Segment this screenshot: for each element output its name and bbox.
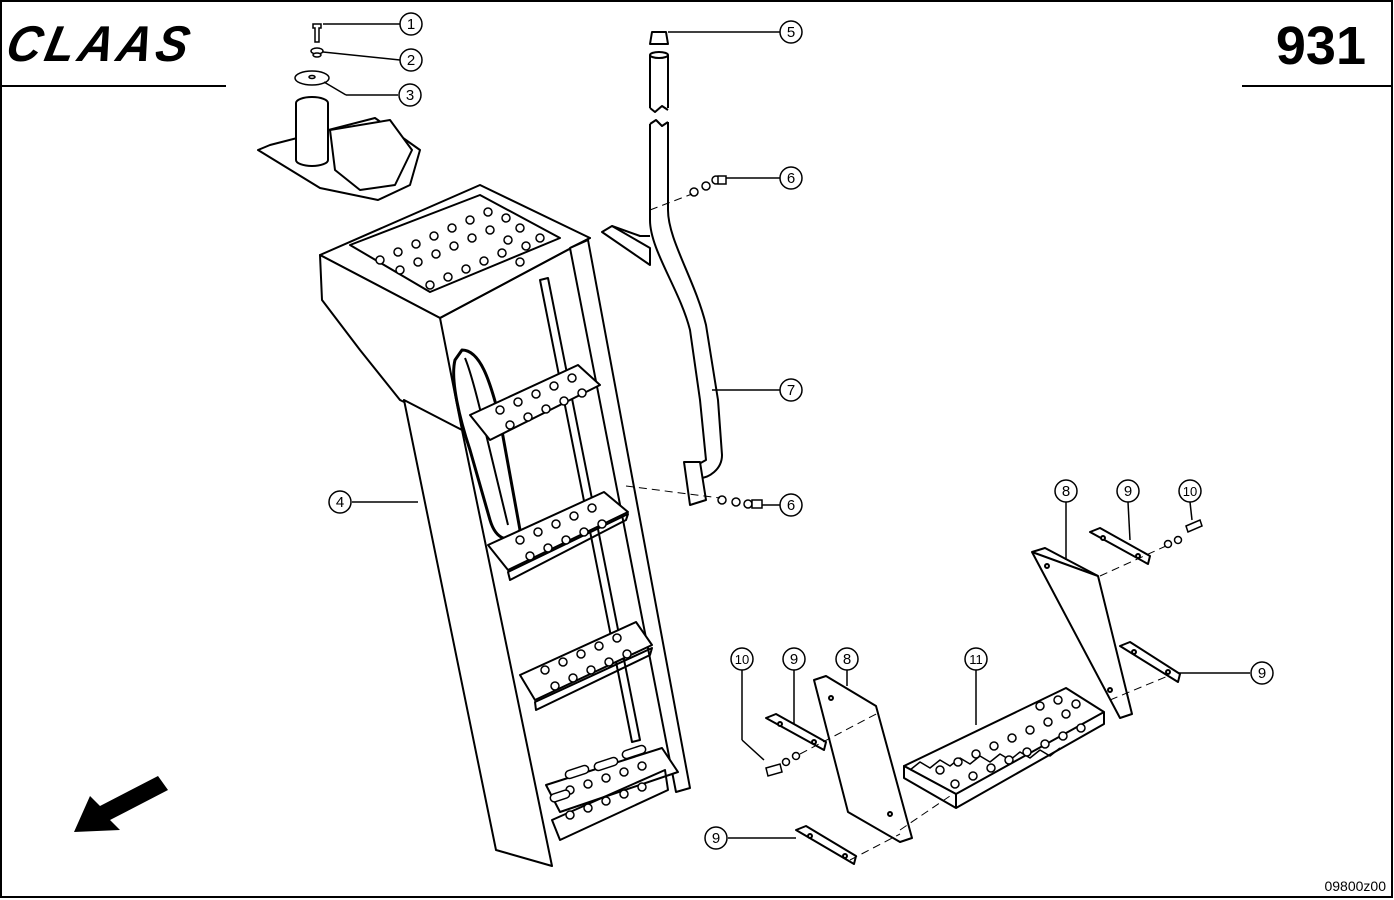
tread-holes <box>375 207 647 820</box>
assembly-lines <box>625 193 1169 861</box>
callout-6-upper-label: 6 <box>787 170 795 187</box>
callout-2: 2 <box>399 48 423 72</box>
callout-9-top: 9 <box>1116 479 1140 503</box>
step-bracket-assembly <box>765 527 1181 865</box>
direction-arrow-icon <box>74 776 168 832</box>
callout-2-label: 2 <box>407 52 415 69</box>
callout-6-lower: 6 <box>779 493 803 517</box>
callout-8-left-label: 8 <box>843 651 851 668</box>
callout-5-label: 5 <box>787 24 795 41</box>
callout-8-right: 8 <box>1054 479 1078 503</box>
callout-8-left: 8 <box>835 647 859 671</box>
tread-slots <box>549 744 647 803</box>
callout-9-bottom: 9 <box>704 826 728 850</box>
callout-10-right-label: 10 <box>1183 484 1197 499</box>
fasteners <box>294 23 1203 777</box>
page-number: 931 <box>1275 16 1366 76</box>
ladder-assembly <box>257 96 691 867</box>
callout-4-label: 4 <box>336 494 344 511</box>
callout-6-upper: 6 <box>779 166 803 190</box>
callout-markers: 1 2 3 4 5 6 7 6 8 9 10 9 <box>328 12 1274 850</box>
drawing-code: 09800z00 <box>1324 878 1386 894</box>
callout-10-left: 10 <box>730 647 754 671</box>
callout-9-right: 9 <box>1250 661 1274 685</box>
handrail-assembly <box>601 31 723 506</box>
callout-10-left-label: 10 <box>735 652 749 667</box>
callout-4: 4 <box>328 490 352 514</box>
callout-leaders <box>322 23 1250 839</box>
callout-5: 5 <box>779 20 803 44</box>
callout-3: 3 <box>398 83 422 107</box>
callout-9-left: 9 <box>782 647 806 671</box>
callout-9-right-label: 9 <box>1258 665 1266 682</box>
callout-9-bottom-label: 9 <box>712 830 720 847</box>
callout-3-label: 3 <box>406 87 414 104</box>
callout-9-left-label: 9 <box>790 651 798 668</box>
callout-11-label: 11 <box>969 652 983 667</box>
callout-10-right: 10 <box>1178 479 1202 503</box>
callout-6-lower-label: 6 <box>787 497 795 514</box>
callout-7: 7 <box>779 378 803 402</box>
callout-7-label: 7 <box>787 382 795 399</box>
callout-9-top-label: 9 <box>1124 483 1132 500</box>
callout-8-right-label: 8 <box>1062 483 1070 500</box>
callout-1: 1 <box>399 12 423 36</box>
callout-1-label: 1 <box>407 16 415 33</box>
callout-11: 11 <box>964 647 988 671</box>
